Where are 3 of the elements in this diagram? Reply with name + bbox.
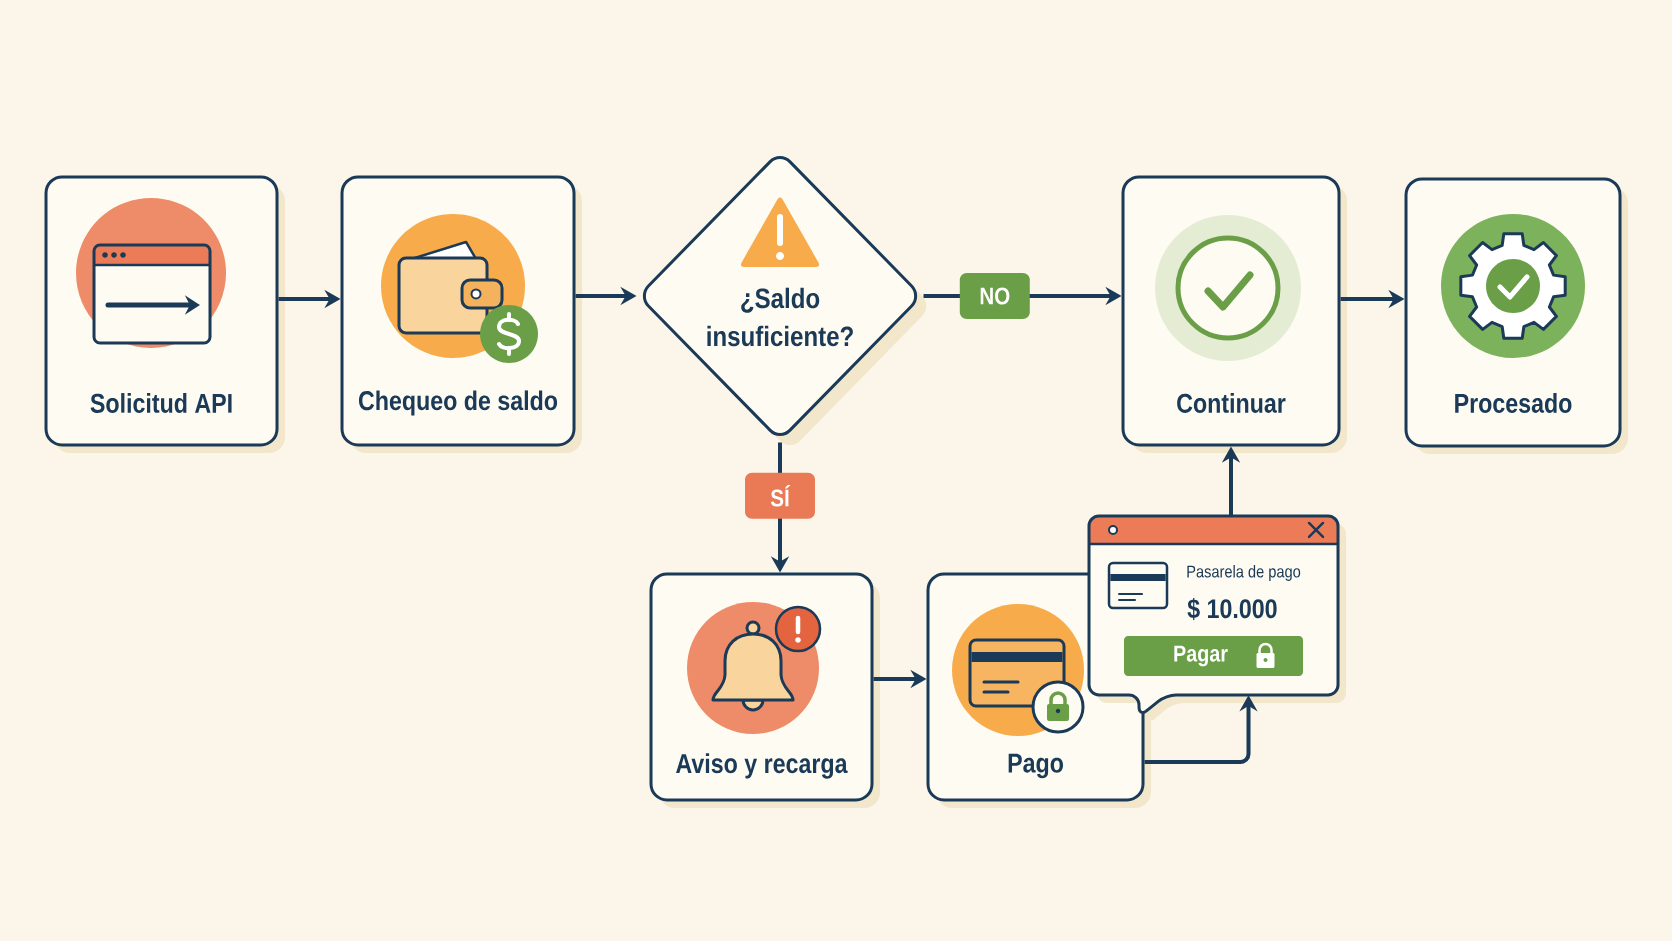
pay-button: Pagar bbox=[1124, 636, 1303, 676]
edge-label: NO bbox=[959, 273, 1030, 319]
edge-label: SÍ bbox=[745, 472, 815, 519]
